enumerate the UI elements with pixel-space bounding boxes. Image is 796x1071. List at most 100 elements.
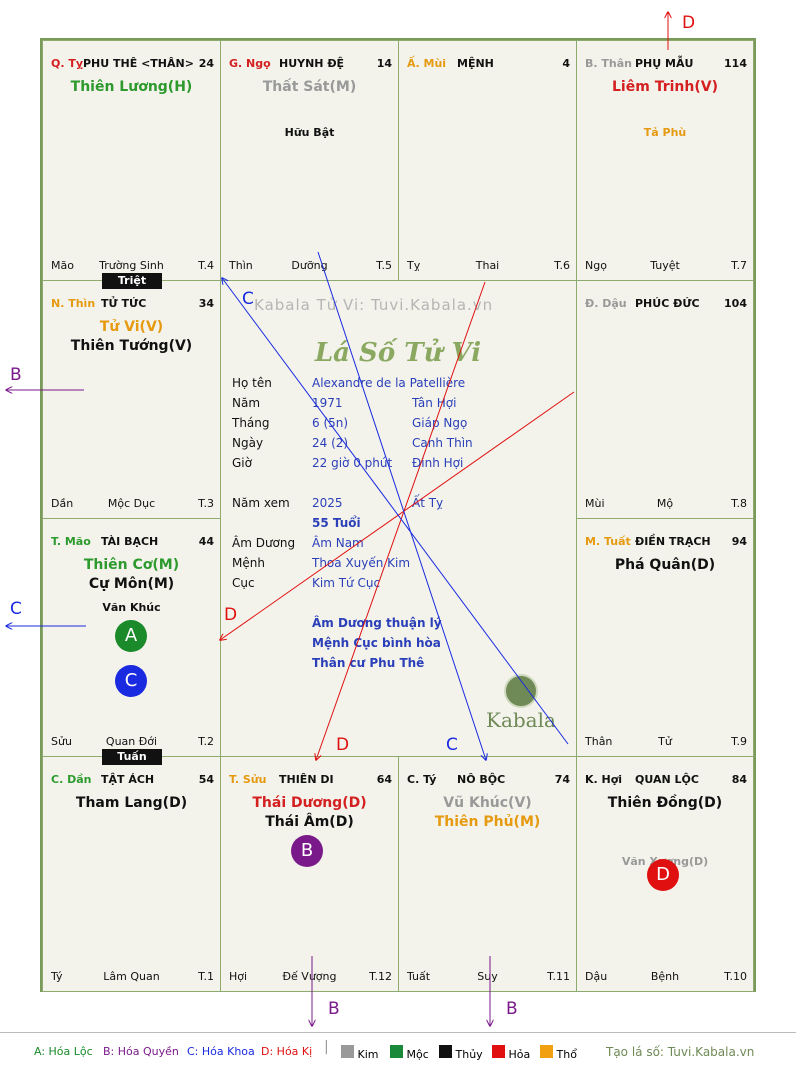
palace-age: 114 <box>724 57 747 70</box>
palace-index: T.1 <box>198 970 214 983</box>
minor-star: Hữu Bật <box>284 126 335 139</box>
label-d-low: D <box>336 735 349 755</box>
palace-branch: G. Ngọ <box>229 57 271 70</box>
palace-stage: Dưỡng <box>291 259 328 272</box>
legend-hoa: Hỏa <box>492 1045 530 1061</box>
tuan-tag: Tuấn <box>102 749 162 765</box>
palace-stem: Dậu <box>585 970 608 983</box>
palace-age: 84 <box>731 773 747 786</box>
legend-bar: A: Hóa Lộc B: Hóa Quyền C: Hóa Khoa D: H… <box>0 1032 796 1071</box>
yin-yang-value: Âm Nam <box>312 536 364 550</box>
palace-stage: Suy <box>477 970 498 983</box>
legend-moc: Mộc <box>390 1045 429 1061</box>
note-3: Thân cư Phu Thê <box>312 656 425 670</box>
legend-d: D: Hóa Kị <box>261 1045 313 1058</box>
palace-branch: B. Thân <box>585 57 632 70</box>
palace-stem: Sửu <box>51 735 72 748</box>
main-star: Liêm Trinh(V) <box>612 79 718 95</box>
palace-branch: C. Dần <box>51 773 92 786</box>
kim-swatch <box>341 1045 354 1058</box>
palace-index: T.12 <box>369 970 392 983</box>
main-star: Thiên Đồng(D) <box>607 795 723 811</box>
palace-stem: Hợi <box>229 970 248 983</box>
palace-stem: Thân <box>585 735 613 748</box>
legend-kim: Kim <box>341 1045 379 1061</box>
main-star: Thiên Phủ(M) <box>434 814 541 830</box>
watermark-text: Kabala Tử Vi: Tuvi.Kabala.vn <box>254 296 494 314</box>
palace-name: PHU THÊ <THÂN> <box>83 57 194 70</box>
month-label: Tháng <box>232 416 270 430</box>
palace-index: T.11 <box>547 970 570 983</box>
day-value: 24 (2) <box>312 436 349 450</box>
label-b-bottom-1: B <box>328 999 340 1019</box>
palace-name: TÀI BẠCH <box>101 535 159 548</box>
palace-age: 74 <box>554 773 570 786</box>
palace-index: T.5 <box>376 259 392 272</box>
year-value: 1971 <box>312 396 343 410</box>
label-c-left: C <box>10 599 22 619</box>
palace-index: T.3 <box>198 497 214 510</box>
arrow-c-diag <box>222 278 569 745</box>
palace-age: 54 <box>198 773 214 786</box>
label-b-left: B <box>10 365 22 385</box>
palace-age: 24 <box>198 57 214 70</box>
palace-branch: N. Thìn <box>51 297 96 310</box>
main-star: Vũ Khúc(V) <box>443 795 532 811</box>
palace-stem: Mùi <box>585 497 605 510</box>
label-c-low: C <box>446 735 458 755</box>
destiny-label: Mệnh <box>232 556 265 570</box>
cuc-value: Kim Tứ Cục <box>312 576 381 590</box>
palace-age: 4 <box>562 57 570 70</box>
palace-name: HUYNH ĐỆ <box>279 57 345 70</box>
palace-stage: Tử <box>658 735 672 748</box>
palace-index: T.7 <box>731 259 747 272</box>
palace-branch: Ấ. Mùi <box>407 57 447 70</box>
main-star: Thất Sát(M) <box>262 79 357 95</box>
center-panel: Kabala Tử Vi: Tuvi.Kabala.vn Lá Số Tử Vi… <box>220 280 576 754</box>
palace-stage: Lâm Quan <box>103 970 160 983</box>
palace-stem: Ngọ <box>585 259 607 272</box>
palace-age: 34 <box>198 297 214 310</box>
hour-label: Giờ <box>232 456 252 470</box>
palace-index: T.6 <box>554 259 570 272</box>
hour-stem: Đinh Hợi <box>412 456 464 470</box>
main-star: Thái Âm(D) <box>265 814 354 830</box>
palace-stage: Mộc Dục <box>107 497 156 510</box>
palace-name: PHÚC ĐỨC <box>635 297 700 310</box>
palace-stage: Đế Vượng <box>282 970 337 983</box>
label-b-bottom-2: B <box>506 999 518 1019</box>
palace-index: T.2 <box>198 735 214 748</box>
palace-stage: Tuyệt <box>650 259 680 272</box>
palace-name: TỬ TỨC <box>101 297 147 310</box>
note-1: Âm Dương thuận lý <box>312 616 442 630</box>
palace-age: 94 <box>731 535 747 548</box>
palace-branch: C. Tý <box>407 773 437 786</box>
palace-branch: T. Mão <box>51 535 91 548</box>
arrow-d-center <box>220 391 575 640</box>
hour-value: 22 giờ 0 phút <box>312 456 393 470</box>
legend-thuy: Thủy <box>439 1045 483 1061</box>
palace-stem: Mão <box>51 259 74 272</box>
legend-credit: Tạo lá số: Tuvi.Kabala.vn <box>606 1045 755 1059</box>
legend-c: C: Hóa Khoa <box>187 1045 255 1058</box>
palace-name: PHỤ MẪU <box>635 57 694 70</box>
tho-swatch <box>540 1045 553 1058</box>
destiny-value: Thoa Xuyến Kim <box>312 556 411 570</box>
badge-d: D <box>647 859 679 891</box>
main-star: Tử Vi(V) <box>99 319 164 335</box>
palace-age: 104 <box>724 297 747 310</box>
palace-branch: M. Tuất <box>585 535 631 548</box>
legend-tho: Thổ <box>540 1045 577 1061</box>
yin-yang-label: Âm Dương <box>232 536 296 550</box>
main-star: Phá Quân(D) <box>614 557 716 573</box>
palace-stem: Tý <box>51 970 63 983</box>
label-d-in: D <box>224 605 237 625</box>
palace-stem: Dần <box>51 497 74 510</box>
